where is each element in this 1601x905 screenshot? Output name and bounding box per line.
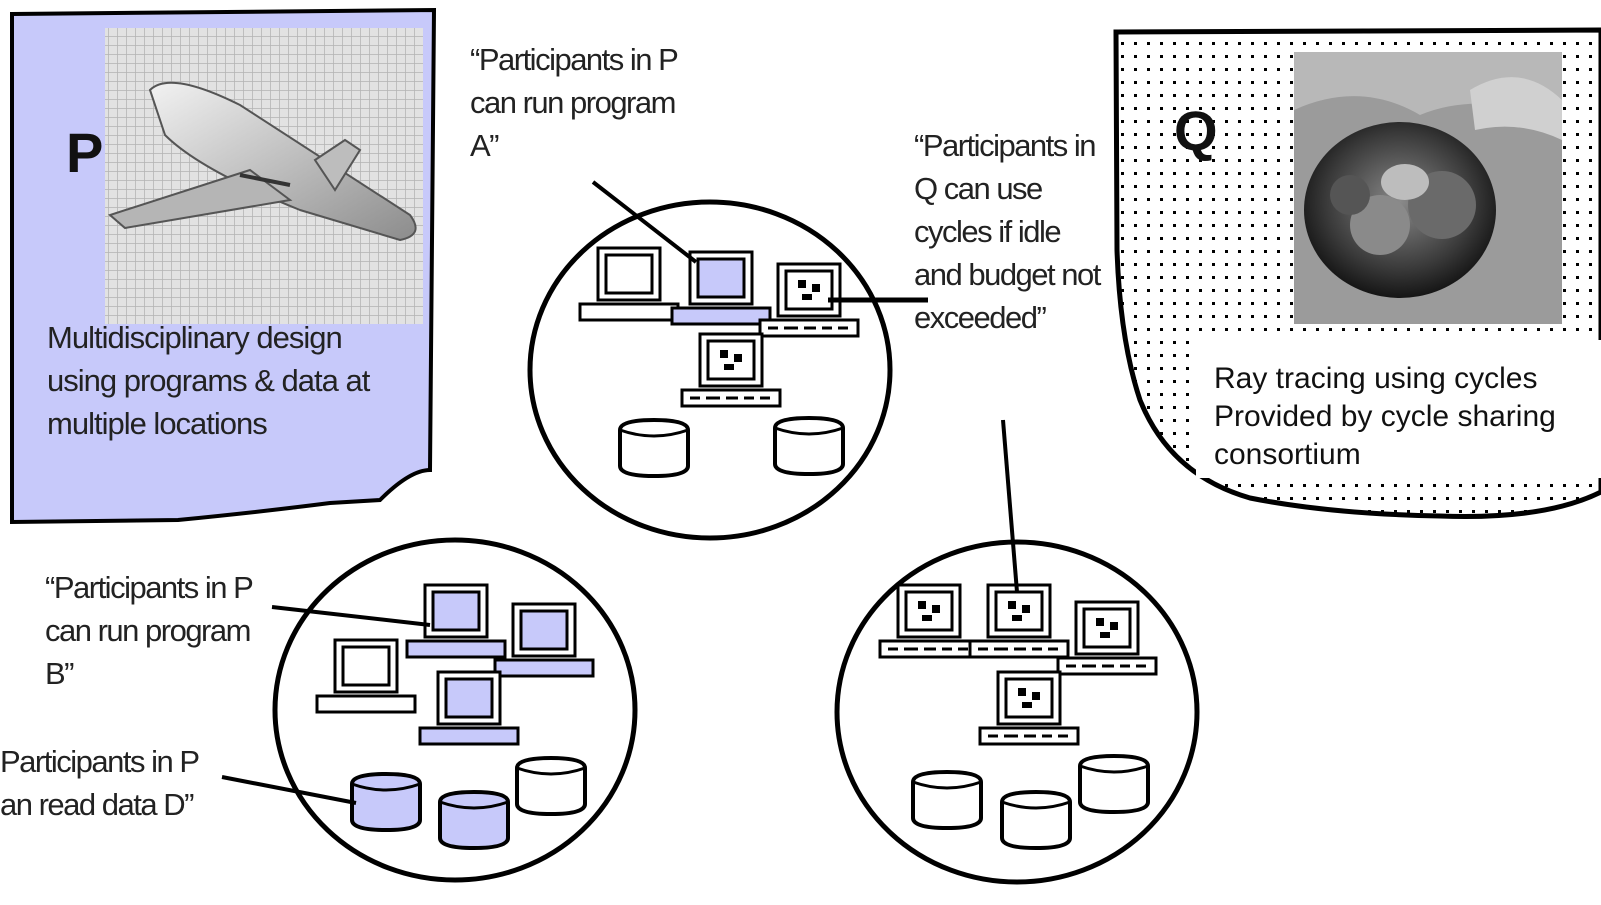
organization-q-letter: Q [1174, 99, 1218, 162]
aircraft-model-image [105, 28, 423, 324]
data-store [1078, 754, 1150, 814]
organization-p-panel [10, 7, 437, 525]
data-store [773, 416, 845, 476]
data-store [515, 756, 587, 816]
organization-p-letter: P [66, 121, 104, 184]
shared-data-store [350, 772, 422, 832]
policy-label-data-d: Participants in P an read data D” [0, 744, 200, 822]
organization-p-caption: Multidisciplinary design using programs … [47, 320, 370, 441]
policy-label-program-b: “Participants in P can run program B” [45, 570, 254, 691]
policy-label-program-a: “Participants in P can run program A” [470, 42, 679, 163]
connector-data-d [221, 775, 357, 805]
connector-program-a [591, 180, 698, 264]
ray-traced-fruit-image [1294, 52, 1562, 324]
connector-program-b [271, 605, 431, 627]
resource-cluster-top [527, 199, 893, 541]
policy-label-cycles-q: “Participants in Q can use cycles if idl… [914, 128, 1101, 335]
resource-cluster-bottom-left [272, 537, 638, 883]
data-store [1000, 790, 1072, 850]
shared-data-store [438, 790, 510, 850]
organization-q-panel [1113, 27, 1601, 519]
data-store [618, 418, 690, 478]
resource-cluster-bottom-right [834, 539, 1200, 885]
connector-cluster-bottom-right [1001, 419, 1019, 593]
organization-q-caption: Ray tracing using cycles Provided by cyc… [1214, 362, 1556, 471]
data-store [911, 770, 983, 830]
